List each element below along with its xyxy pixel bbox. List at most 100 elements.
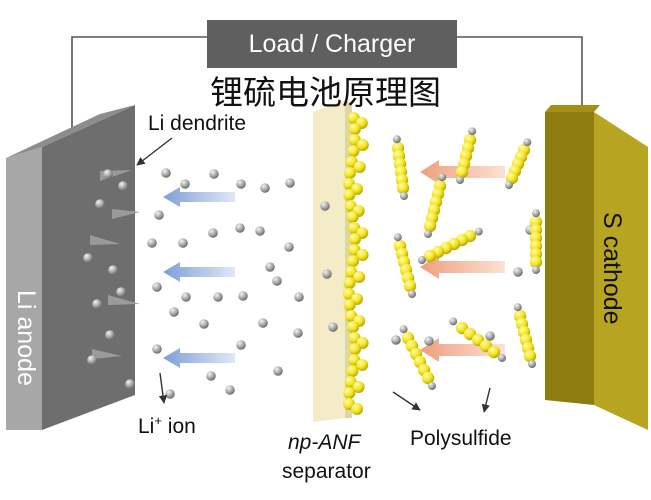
polysulfide-lithium [393,233,402,242]
lithium-ion [255,226,265,236]
polysulfide-lithium [400,192,408,200]
lithium-ion [273,366,283,376]
separator-label-italic: np-ANF [288,432,360,453]
polysulfide-atom [523,349,537,363]
diagram-title: 锂硫电池原理图 [210,73,441,112]
sulfur-atom [343,277,356,289]
lithium-ion [265,262,275,272]
sulfur-atom [343,387,356,399]
lithium-ion [236,340,246,350]
li-ion-arrow [163,348,235,368]
li-dendrite-label: Li dendrite [148,112,247,135]
polysulfide-atom [529,255,543,269]
lithium-ion [206,371,216,381]
lithium-ion [209,169,219,179]
polysulfide-lithium [528,360,536,368]
polysulfide-lithium [505,181,513,189]
lithium-ion [118,181,128,191]
sulfur-atom [347,321,360,333]
lithium-ion [116,287,126,297]
li-ion-base: Li [138,415,155,438]
lithium-ion [320,201,330,211]
lithium-ion [199,319,209,329]
lithium-ion [105,330,115,340]
li-anode-text: Li anode [12,290,40,386]
cathode-top-edge [545,105,600,112]
polysulfide-atom [403,279,417,293]
lithium-ion [108,265,118,275]
lithium-ion [152,344,162,354]
separator-label-word: separator [282,461,371,482]
polysulfide-lithium [468,127,477,136]
sulfur-atom [343,189,356,201]
lithium-ion [238,291,248,301]
lithium-ion [284,242,294,252]
load-charger-box: Load / Charger [207,20,457,68]
lithium-ion [181,292,191,302]
separator-front [313,100,345,422]
polysulfide-atom [421,371,435,385]
polysulfide-atom [396,181,410,195]
lithium-ion [285,178,295,188]
li-ion-arrow [163,262,235,282]
polysulfide-lithium [498,354,506,362]
li-anode [6,105,135,430]
polysulfide-atom [423,219,437,233]
lithium-ion [485,331,495,341]
sulfur-atom [343,167,356,179]
dendrite-spike [90,235,120,245]
anode-front-face [42,105,135,430]
lithium-ion [169,307,179,317]
li-ion-arrows [163,187,235,368]
polysulfide-label: Polysulfide [410,427,512,450]
polysulfide-lithium [456,176,464,184]
li-ion-label: Li+ ion [138,414,196,437]
sulfur-atom [351,403,364,415]
pointer-polysulfide-right [481,387,491,413]
polysulfide-arrow [420,255,505,279]
li-ion-superscript: + [154,413,162,428]
polysulfide-chains [391,127,543,390]
lithium-ion [258,318,268,328]
polysulfide-lithium [449,317,458,326]
s-cathode [545,105,648,430]
separator [313,100,352,422]
polysulfide-lithium [424,230,432,238]
lithium-ion [87,355,97,365]
polysulfide-lithium [428,382,436,390]
lithium-ion [208,228,218,238]
lithium-ion [152,282,162,292]
dendrite-spike [92,349,122,359]
polysulfide-lithium [513,303,522,312]
polysulfide-lithium [399,325,408,334]
polysulfide-lithium [438,173,447,182]
polysulfide-lithium [523,138,532,147]
lithium-ion [165,389,175,399]
lithium-ion [161,168,171,178]
sulfur-atom [356,139,369,151]
lithium-ion [213,292,223,302]
polysulfide-lithium [474,227,483,236]
polysulfide-lithium [408,290,416,298]
sulfur-atom [353,271,366,283]
anode-top-edge [6,105,135,158]
lithium-ions [83,168,535,399]
sulfur-atom [356,249,369,261]
cathode-right-face [594,112,648,430]
sulfur-atom [356,359,369,371]
polysulfide-lithium [532,209,540,218]
lithium-ion [95,199,105,209]
load-charger-label: Load / Charger [248,29,416,58]
lithium-ion [391,335,401,345]
lithium-ion [225,385,235,395]
lithium-ion [103,169,113,179]
polysulfide-lithium [532,266,540,274]
pointer-li-dendrite [136,137,173,166]
sulfur-layer [343,112,369,415]
lithium-ion [178,238,188,248]
separator-word-text: separator [282,460,371,483]
sulfur-atom [343,299,356,311]
lithium-ion [83,253,93,263]
lithium-ion [125,379,135,389]
